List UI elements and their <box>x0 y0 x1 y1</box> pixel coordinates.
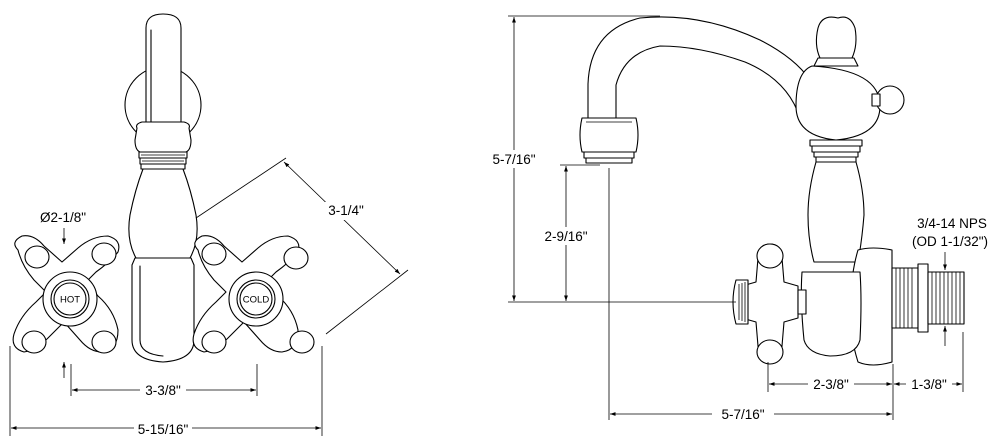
dim-centers-label: 3-3/8" <box>145 383 181 398</box>
cold-label: COLD <box>243 295 270 306</box>
cold-handle: COLD <box>192 235 315 354</box>
side-handle <box>732 243 807 365</box>
dim-handle-offset: 2-3/8" <box>767 362 892 393</box>
dim-handle-diameter-label: Ø2-1/8" <box>40 210 86 225</box>
dim-height-diagonal: 3-1/4" <box>195 157 409 335</box>
dim-projection: 5-7/16" <box>608 168 894 423</box>
dim-inlet-length-label: 1-3/8" <box>911 377 947 392</box>
dim-overall-width: 5-15/16" <box>9 346 323 438</box>
side-spout <box>587 16 813 119</box>
dim-overall-height: 5-7/16" <box>484 15 736 303</box>
inlet-spec-line1: 3/4-14 NPS <box>917 216 987 231</box>
side-spout-nozzle <box>579 117 639 153</box>
dim-centers: 3-3/8" <box>70 364 258 399</box>
dim-inlet-length: 1-3/8" <box>894 332 964 393</box>
side-view: 3/4-14 NPS (OD 1-1/32") 5-7/16" 2-9/16" <box>484 15 988 423</box>
dim-spout-height: 2-9/16" <box>534 164 600 301</box>
dim-overall-height-label: 5-7/16" <box>492 152 535 167</box>
inlet-spec-callout: 3/4-14 NPS (OD 1-1/32") <box>912 216 988 346</box>
spout-tube <box>145 13 182 129</box>
side-bulb <box>795 65 881 141</box>
faucet-body <box>128 168 198 259</box>
dim-overall-width-label: 5-15/16" <box>138 422 189 437</box>
hot-handle: HOT <box>12 235 120 354</box>
side-body <box>807 161 865 263</box>
side-inlet <box>891 263 965 333</box>
side-finial <box>815 16 857 59</box>
dim-spout-height-label: 2-9/16" <box>544 229 587 244</box>
dim-height-diagonal-label: 3-1/4" <box>328 203 364 218</box>
spout-collar <box>134 121 192 153</box>
hot-label: HOT <box>60 295 80 306</box>
dim-projection-label: 5-7/16" <box>721 407 764 422</box>
dim-handle-offset-label: 2-3/8" <box>813 377 849 392</box>
dim-handle-diameter: Ø2-1/8" <box>40 210 86 378</box>
front-view: HOT COLD Ø2-1/8" 3-1/4" <box>9 13 409 438</box>
inlet-spec-line2: (OD 1-1/32") <box>912 234 988 249</box>
